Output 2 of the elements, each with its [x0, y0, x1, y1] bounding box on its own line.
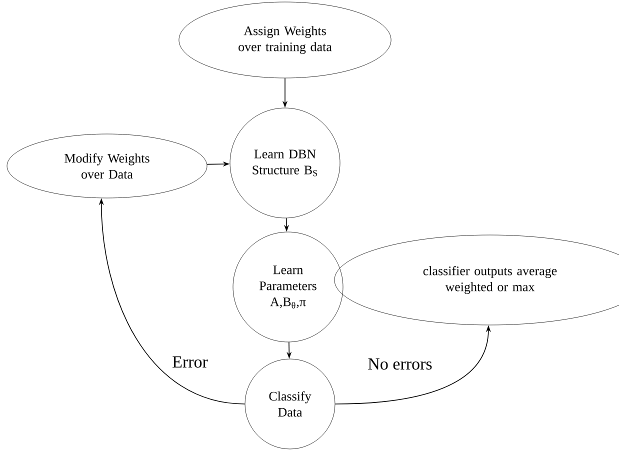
edge-label: Error	[171, 355, 209, 369]
edge-label: No errors	[366, 357, 434, 371]
